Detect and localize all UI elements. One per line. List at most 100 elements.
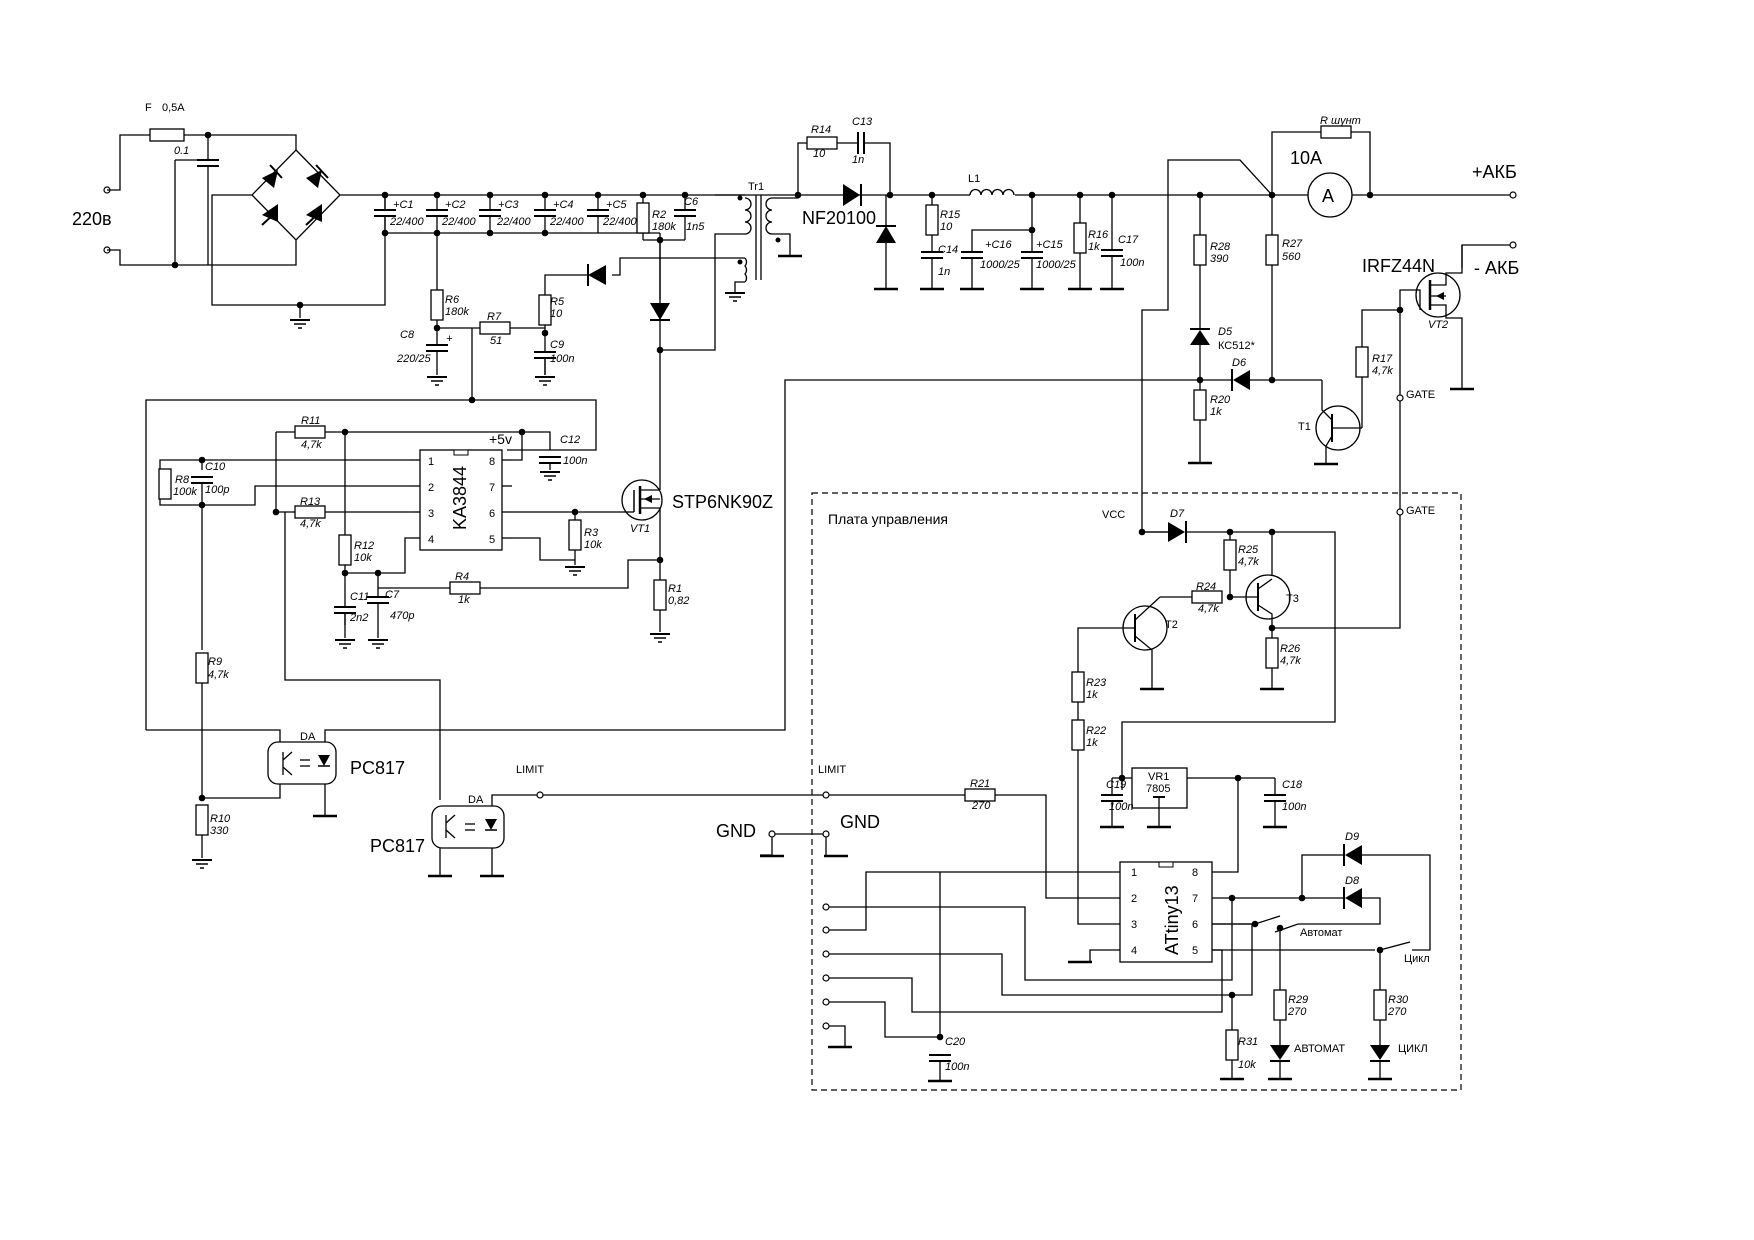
- vt1-label: STP6NK90Z: [672, 492, 773, 512]
- svg-text:VT2: VT2: [1428, 319, 1448, 331]
- ka3844-label: KA3844: [450, 466, 470, 530]
- svg-text:1: 1: [428, 456, 434, 468]
- batt-plus-label: +АКБ: [1472, 162, 1517, 182]
- gate-label-board: GATE: [1406, 505, 1435, 517]
- svg-text:1000/25: 1000/25: [1036, 259, 1077, 271]
- ka3844-chip: [419, 449, 503, 551]
- mains-label: 220в: [72, 209, 112, 229]
- svg-text:100n: 100n: [563, 455, 587, 467]
- svg-text:6: 6: [1192, 919, 1198, 931]
- svg-text:1: 1: [1131, 867, 1137, 879]
- svg-text:8: 8: [489, 456, 495, 468]
- svg-text:L1: L1: [968, 173, 980, 185]
- svg-text:C14: C14: [938, 244, 958, 256]
- svg-text:R21: R21: [970, 778, 990, 790]
- svg-text:+C4: +C4: [553, 199, 574, 211]
- opto1-label: PC817: [350, 758, 405, 778]
- svg-text:100p: 100p: [205, 484, 229, 496]
- attiny13-label: ATtiny13: [1162, 885, 1182, 955]
- svg-text:R12: R12: [354, 540, 374, 552]
- svg-text:+C2: +C2: [445, 199, 466, 211]
- svg-text:3: 3: [428, 508, 434, 520]
- shunt-label: R шунт: [1320, 115, 1361, 127]
- svg-text:10: 10: [813, 148, 826, 160]
- svg-text:560: 560: [1282, 251, 1301, 263]
- svg-text:D9: D9: [1345, 831, 1359, 843]
- svg-text:6: 6: [489, 508, 495, 520]
- svg-text:4: 4: [1131, 945, 1137, 957]
- svg-text:R16: R16: [1088, 229, 1109, 241]
- svg-text:R5: R5: [550, 296, 565, 308]
- svg-text:R25: R25: [1238, 544, 1259, 556]
- svg-text:330: 330: [210, 825, 229, 837]
- svg-text:D5: D5: [1218, 326, 1233, 338]
- svg-text:КС512*: КС512*: [1218, 340, 1256, 352]
- svg-text:R7: R7: [487, 311, 502, 323]
- vt2-label: IRFZ44N: [1362, 256, 1435, 276]
- svg-text:+C15: +C15: [1036, 239, 1063, 251]
- svg-text:C8: C8: [400, 329, 415, 341]
- svg-text:R15: R15: [940, 209, 961, 221]
- fuse-label: F: [145, 102, 152, 114]
- svg-text:470p: 470p: [390, 610, 414, 622]
- svg-text:+: +: [446, 333, 453, 345]
- svg-text:22/400: 22/400: [602, 216, 638, 228]
- svg-text:100k: 100k: [173, 486, 197, 498]
- svg-text:C9: C9: [550, 339, 564, 351]
- svg-text:1000/25: 1000/25: [980, 259, 1021, 271]
- choke-l1: [969, 188, 1015, 196]
- switch-auto-label: Автомат: [1300, 927, 1342, 939]
- svg-text:51: 51: [490, 335, 502, 347]
- mains-input: 220в F 0,5A 0.1: [72, 102, 1510, 329]
- fuse-value: 0,5A: [162, 102, 185, 114]
- svg-text:VT1: VT1: [630, 523, 650, 535]
- svg-text:8: 8: [1192, 867, 1198, 879]
- optocoupler-2: DA PC817 LIMIT: [370, 764, 823, 878]
- svg-text:1n: 1n: [852, 154, 864, 166]
- svg-text:R24: R24: [1196, 581, 1216, 593]
- limit-label-left: LIMIT: [516, 764, 544, 776]
- svg-text:1k: 1k: [1086, 689, 1098, 701]
- svg-text:180k: 180k: [652, 221, 676, 233]
- svg-text:4,7k: 4,7k: [1372, 365, 1393, 377]
- svg-text:4,7k: 4,7k: [1238, 556, 1259, 568]
- svg-text:10: 10: [940, 221, 953, 233]
- svg-text:270: 270: [1287, 1006, 1307, 1018]
- svg-text:R29: R29: [1288, 994, 1308, 1006]
- svg-text:DA: DA: [300, 731, 316, 743]
- svg-text:R31: R31: [1238, 1036, 1258, 1048]
- svg-text:R2: R2: [652, 209, 666, 221]
- svg-text:R9: R9: [208, 656, 222, 668]
- svg-text:1k: 1k: [1088, 241, 1100, 253]
- svg-text:4,7k: 4,7k: [1280, 655, 1301, 667]
- led-cycle-label: ЦИКЛ: [1398, 1043, 1428, 1055]
- svg-text:VR1: VR1: [1148, 771, 1169, 783]
- svg-text:270: 270: [1387, 1006, 1407, 1018]
- svg-text:4,7k: 4,7k: [208, 669, 229, 681]
- svg-text:22/400: 22/400: [441, 216, 477, 228]
- svg-text:7: 7: [489, 482, 495, 494]
- svg-text:T3: T3: [1286, 593, 1299, 605]
- svg-text:1n: 1n: [938, 266, 950, 278]
- svg-text:R6: R6: [445, 294, 460, 306]
- svg-text:3: 3: [1131, 919, 1137, 931]
- svg-text:R13: R13: [300, 496, 321, 508]
- svg-text:100n: 100n: [945, 1061, 969, 1073]
- svg-text:7: 7: [1192, 893, 1198, 905]
- svg-text:A: A: [1322, 186, 1334, 206]
- svg-text:100n: 100n: [1109, 801, 1133, 813]
- svg-text:R20: R20: [1210, 394, 1231, 406]
- svg-text:5: 5: [1192, 945, 1198, 957]
- mosfet-vt1: VT1 STP6NK90Z R10,82: [621, 479, 773, 643]
- svg-text:R22: R22: [1086, 725, 1106, 737]
- svg-text:T1: T1: [1298, 421, 1311, 433]
- svg-text:C17: C17: [1118, 234, 1139, 246]
- svg-text:270: 270: [971, 800, 991, 812]
- svg-text:7805: 7805: [1146, 783, 1170, 795]
- batt-minus-label: - АКБ: [1474, 258, 1519, 278]
- svg-text:DA: DA: [468, 794, 484, 806]
